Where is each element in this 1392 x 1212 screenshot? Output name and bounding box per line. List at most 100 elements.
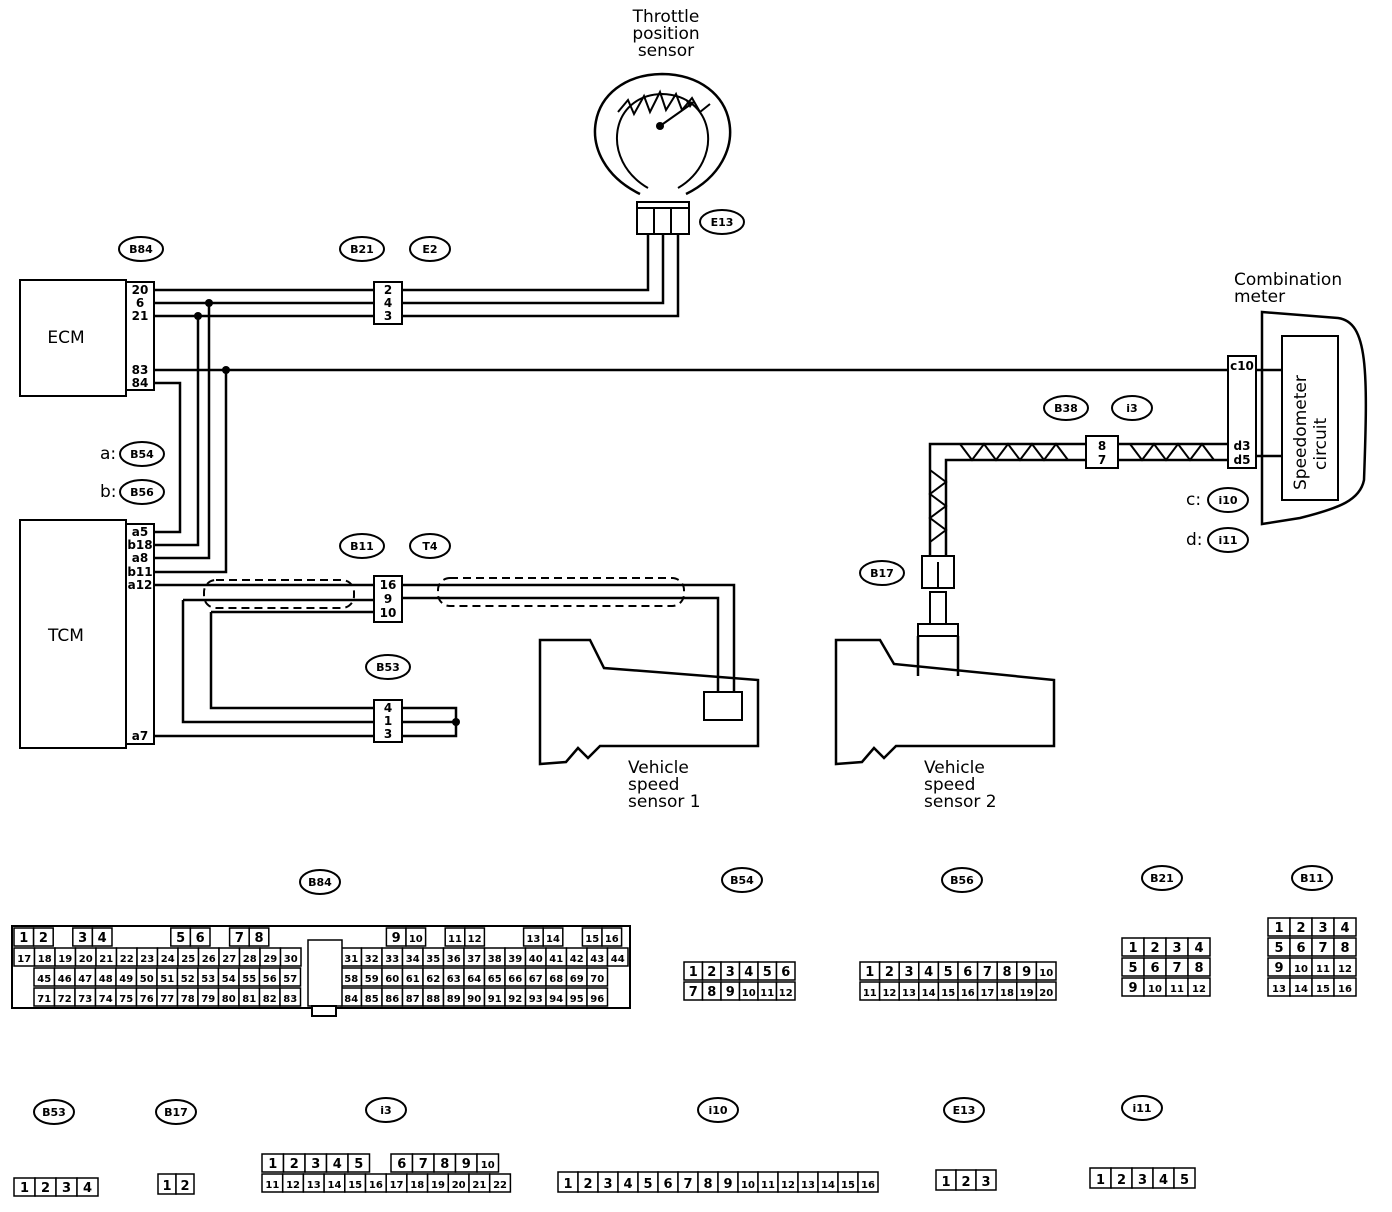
face-cell: 51 xyxy=(156,967,179,987)
b53-pin-1: 1 xyxy=(384,714,392,728)
prefix-c: c: xyxy=(1186,490,1201,510)
svg-text:20: 20 xyxy=(79,954,93,965)
b11-face-title-text: B11 xyxy=(1300,872,1324,885)
b84-face-title: B84 xyxy=(299,869,341,895)
svg-text:30: 30 xyxy=(284,954,298,965)
face-cell: 90 xyxy=(463,987,486,1007)
svg-text:41: 41 xyxy=(549,954,563,965)
svg-text:17: 17 xyxy=(390,1180,404,1191)
face-cell: 54 xyxy=(217,967,240,987)
b54-tag: B54 xyxy=(119,441,165,467)
e2-tag-text: E2 xyxy=(422,243,437,256)
i3-face-title: i3 xyxy=(365,1097,407,1123)
face-cell: 2 xyxy=(1289,917,1313,937)
face-cell: 30 xyxy=(279,947,302,967)
b56-tag-text: B56 xyxy=(130,486,154,499)
face-cell: 2 xyxy=(577,1171,599,1193)
svg-text:81: 81 xyxy=(242,994,256,1005)
svg-text:14: 14 xyxy=(1294,984,1308,995)
face-cell: 9 xyxy=(385,927,407,947)
svg-text:48: 48 xyxy=(99,974,113,985)
face-cell: 19 xyxy=(54,947,77,967)
svg-text:5: 5 xyxy=(944,965,953,980)
svg-text:8: 8 xyxy=(1002,965,1011,980)
e13-face-title: E13 xyxy=(943,1097,985,1123)
face-cell: 15 xyxy=(937,981,959,1001)
b54-face-title: B54 xyxy=(721,867,763,893)
b53-face-title-text: B53 xyxy=(42,1106,66,1119)
face-cell: 5 xyxy=(1173,1167,1196,1189)
face-cell: 8 xyxy=(248,927,270,947)
face-cell: 2 xyxy=(175,1173,195,1195)
svg-text:62: 62 xyxy=(426,974,440,985)
face-cell: 7 xyxy=(228,927,250,947)
meter-pin-strip xyxy=(1227,355,1257,469)
combination-meter-body xyxy=(1260,310,1368,526)
face-cell: 9 xyxy=(720,981,741,1001)
svg-text:96: 96 xyxy=(590,994,604,1005)
face-cell: 56 xyxy=(258,967,281,987)
face-cell: 3 xyxy=(597,1171,619,1193)
face-cell: 76 xyxy=(135,987,158,1007)
svg-text:2: 2 xyxy=(961,1175,970,1190)
svg-text:40: 40 xyxy=(529,954,543,965)
i11-tag: i11 xyxy=(1207,527,1249,553)
face-cell: 10 xyxy=(405,927,427,947)
b53-face-title: B53 xyxy=(33,1099,75,1125)
face-cell: 41 xyxy=(545,947,568,967)
face-cell: 13 xyxy=(898,981,920,1001)
svg-text:12: 12 xyxy=(468,934,482,945)
face-cell: 87 xyxy=(401,987,424,1007)
face-cell: 48 xyxy=(94,967,117,987)
face-cell: 2 xyxy=(701,961,722,981)
svg-text:5: 5 xyxy=(643,1177,652,1192)
b84-face-title-text: B84 xyxy=(308,876,332,889)
speedometer-label-1: Speedometer xyxy=(1291,375,1311,490)
svg-text:11: 11 xyxy=(265,1180,279,1191)
face-cell: 10 xyxy=(476,1153,500,1173)
b11-t4-connector xyxy=(373,575,403,623)
svg-text:86: 86 xyxy=(385,994,399,1005)
b11-pin-9: 9 xyxy=(384,592,392,606)
b38-tag: B38 xyxy=(1043,395,1089,421)
svg-text:12: 12 xyxy=(1192,984,1206,995)
face-cell: 39 xyxy=(504,947,527,967)
face-cell: 4 xyxy=(738,961,759,981)
face-cell: 10 xyxy=(1143,977,1167,997)
face-cell: 2 xyxy=(32,927,54,947)
face-cell: 34 xyxy=(401,947,424,967)
svg-text:23: 23 xyxy=(140,954,154,965)
svg-text:9: 9 xyxy=(723,1177,732,1192)
svg-text:1: 1 xyxy=(19,931,28,946)
meter-pin-c10: c10 xyxy=(1230,359,1254,373)
svg-text:22: 22 xyxy=(493,1180,507,1191)
svg-text:11: 11 xyxy=(760,988,774,999)
tcm-pin-a7: a7 xyxy=(132,729,148,743)
svg-text:47: 47 xyxy=(78,974,92,985)
svg-text:20: 20 xyxy=(1039,988,1053,999)
face-cell: 8 xyxy=(996,961,1018,981)
face-cell: 2 xyxy=(282,1153,306,1173)
svg-text:2: 2 xyxy=(290,1157,299,1172)
svg-text:13: 13 xyxy=(1272,984,1286,995)
face-cell: 83 xyxy=(279,987,302,1007)
svg-text:92: 92 xyxy=(508,994,522,1005)
face-cell: 27 xyxy=(218,947,241,967)
face-cell: 10 xyxy=(1289,957,1313,977)
face-cell: 20 xyxy=(447,1173,470,1193)
ecm-pin-20: 20 xyxy=(132,283,149,297)
svg-text:5: 5 xyxy=(763,965,772,980)
face-cell: 66 xyxy=(504,967,527,987)
svg-text:7: 7 xyxy=(683,1177,692,1192)
face-cell: 6 xyxy=(775,961,796,981)
svg-text:58: 58 xyxy=(344,974,358,985)
face-cell: 6 xyxy=(189,927,211,947)
face-cell: 17 xyxy=(13,947,36,967)
svg-text:10: 10 xyxy=(481,1160,495,1171)
svg-text:56: 56 xyxy=(263,974,277,985)
svg-text:95: 95 xyxy=(570,994,584,1005)
face-cell: 29 xyxy=(259,947,282,967)
svg-text:13: 13 xyxy=(307,1180,321,1191)
face-cell: 12 xyxy=(777,1171,799,1193)
